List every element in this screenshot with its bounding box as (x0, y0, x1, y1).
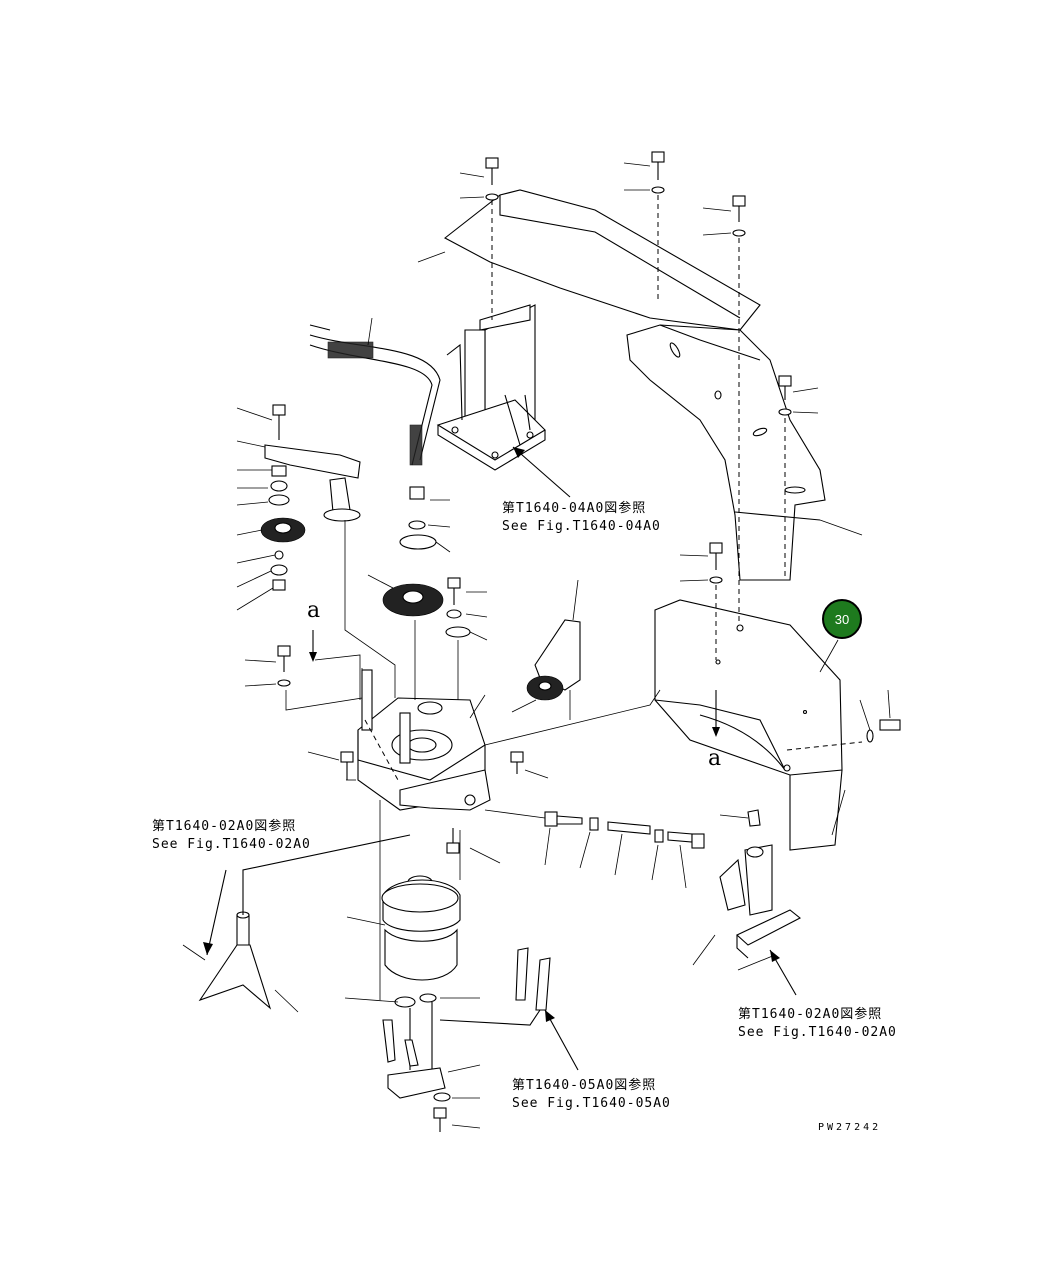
reference-label-04A0: 第T1640-04A0図参照 See Fig.T1640-04A0 (502, 500, 661, 534)
connection-lines (285, 520, 661, 781)
reference-label-05A0: 第T1640-05A0図参照 See Fig.T1640-05A0 (512, 1077, 671, 1111)
sprocket-left (260, 517, 306, 543)
reference-jp: 第T1640-02A0図参照 (738, 1006, 882, 1022)
section-marker-a-bottom: a (708, 746, 721, 771)
tension-bracket (511, 579, 581, 713)
right-bracket (692, 844, 802, 971)
support-stand (182, 834, 411, 1013)
reference-en: See Fig.T1640-05A0 (512, 1096, 671, 1111)
reference-arrows (203, 446, 797, 1071)
section-marker-a-top: a (307, 598, 320, 623)
small-hardware-right (445, 577, 488, 641)
callout-number: 30 (835, 612, 849, 627)
rod-assembly (484, 809, 761, 911)
reference-en: See Fig.T1640-02A0 (738, 1025, 897, 1040)
hose-bundle (309, 317, 441, 466)
reference-jp: 第T1640-04A0図参照 (502, 500, 646, 516)
reference-en: See Fig.T1640-04A0 (502, 519, 661, 534)
reference-label-02A0-left: 第T1640-02A0図参照 See Fig.T1640-02A0 (152, 818, 311, 852)
drawing-code: PW27242 (818, 1122, 881, 1133)
part-callout-30[interactable]: 30 (822, 599, 862, 639)
upper-frame (417, 189, 863, 581)
reference-jp: 第T1640-05A0図参照 (512, 1077, 656, 1093)
left-hardware-stack (236, 404, 361, 611)
reference-en: See Fig.T1640-02A0 (152, 837, 311, 852)
reference-jp: 第T1640-02A0図参照 (152, 818, 296, 834)
swivel-block (344, 947, 551, 1132)
base-plate (357, 669, 491, 811)
column-post (436, 304, 546, 471)
centerlines (364, 195, 863, 781)
guard-panel (654, 599, 901, 851)
rotary-motor (346, 800, 461, 1000)
bolts-top (244, 151, 819, 864)
reference-label-02A0-right: 第T1640-02A0図参照 See Fig.T1640-02A0 (738, 1006, 897, 1040)
center-sprocket (367, 486, 451, 617)
